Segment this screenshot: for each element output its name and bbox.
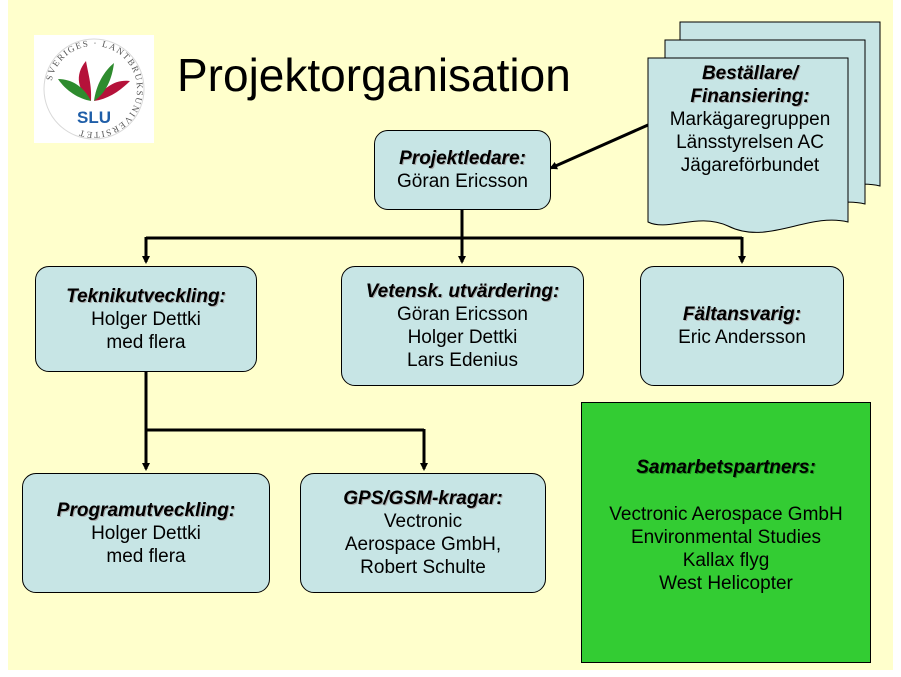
- funders-text: Beställare/ Finansiering: Markägaregrupp…: [650, 62, 850, 177]
- field-resp-name: Eric Andersson: [678, 327, 806, 348]
- gps-collars-line: Aerospace GmbH,: [344, 534, 502, 555]
- gps-collars-heading: GPS/GSM-kragar:: [343, 488, 503, 509]
- field-resp-heading: Fältansvarig:: [682, 304, 802, 325]
- funder-item: Länsstyrelsen AC: [676, 132, 824, 153]
- funder-item: Jägareförbundet: [680, 155, 820, 176]
- sci-eval-heading: Vetensk. utvärdering:: [365, 281, 560, 302]
- slide-title: Projektorganisation: [177, 49, 571, 101]
- tech-dev-line: Holger Dettki: [91, 308, 201, 330]
- svg-text:SLU: SLU: [77, 108, 111, 127]
- program-dev-box: Programutveckling: Holger Dettki med fle…: [22, 473, 270, 593]
- sci-eval-line: Holger Dettki: [407, 327, 518, 348]
- partners-box: Samarbetspartners: Vectronic Aerospace G…: [581, 402, 871, 663]
- program-dev-line: med flera: [106, 545, 186, 567]
- gps-collars-box: GPS/GSM-kragar: Vectronic Aerospace GmbH…: [300, 473, 546, 593]
- gps-collars-line: Robert Schulte: [360, 557, 486, 578]
- project-lead-heading: Projektledare:: [399, 148, 526, 169]
- partners-heading: Samarbetspartners:: [636, 457, 816, 478]
- funders-heading-1: Beställare/: [701, 63, 799, 84]
- sci-eval-line: Göran Ericsson: [397, 304, 528, 325]
- sci-eval-box: Vetensk. utvärdering: Göran Ericsson Hol…: [341, 266, 584, 386]
- partner-item: Environmental Studies: [630, 527, 822, 548]
- tech-dev-line: med flera: [106, 331, 186, 353]
- partner-item: West Helicopter: [659, 573, 793, 594]
- slu-logo: SVERIGES · LANTBRUKSUNIVERSITET SLU: [34, 35, 154, 143]
- partner-item: Kallax flyg: [682, 550, 770, 571]
- partner-item: Vectronic Aerospace GmbH: [609, 504, 843, 525]
- field-resp-box: Fältansvarig: Eric Andersson: [640, 266, 844, 386]
- funders-heading-2: Finansiering:: [690, 86, 810, 107]
- funders-to-lead-arrow: [549, 123, 649, 170]
- tech-dev-heading: Teknikutveckling:: [66, 285, 226, 307]
- tech-dev-box: Teknikutveckling: Holger Dettki med fler…: [35, 266, 257, 372]
- program-dev-line: Holger Dettki: [91, 522, 201, 544]
- sci-eval-line: Lars Edenius: [407, 350, 518, 371]
- funder-item: Markägaregruppen: [669, 109, 831, 130]
- program-dev-heading: Programutveckling:: [56, 499, 236, 521]
- project-lead-name: Göran Ericsson: [397, 171, 528, 192]
- gps-collars-line: Vectronic: [383, 511, 463, 532]
- project-lead-box: Projektledare: Göran Ericsson: [374, 130, 551, 210]
